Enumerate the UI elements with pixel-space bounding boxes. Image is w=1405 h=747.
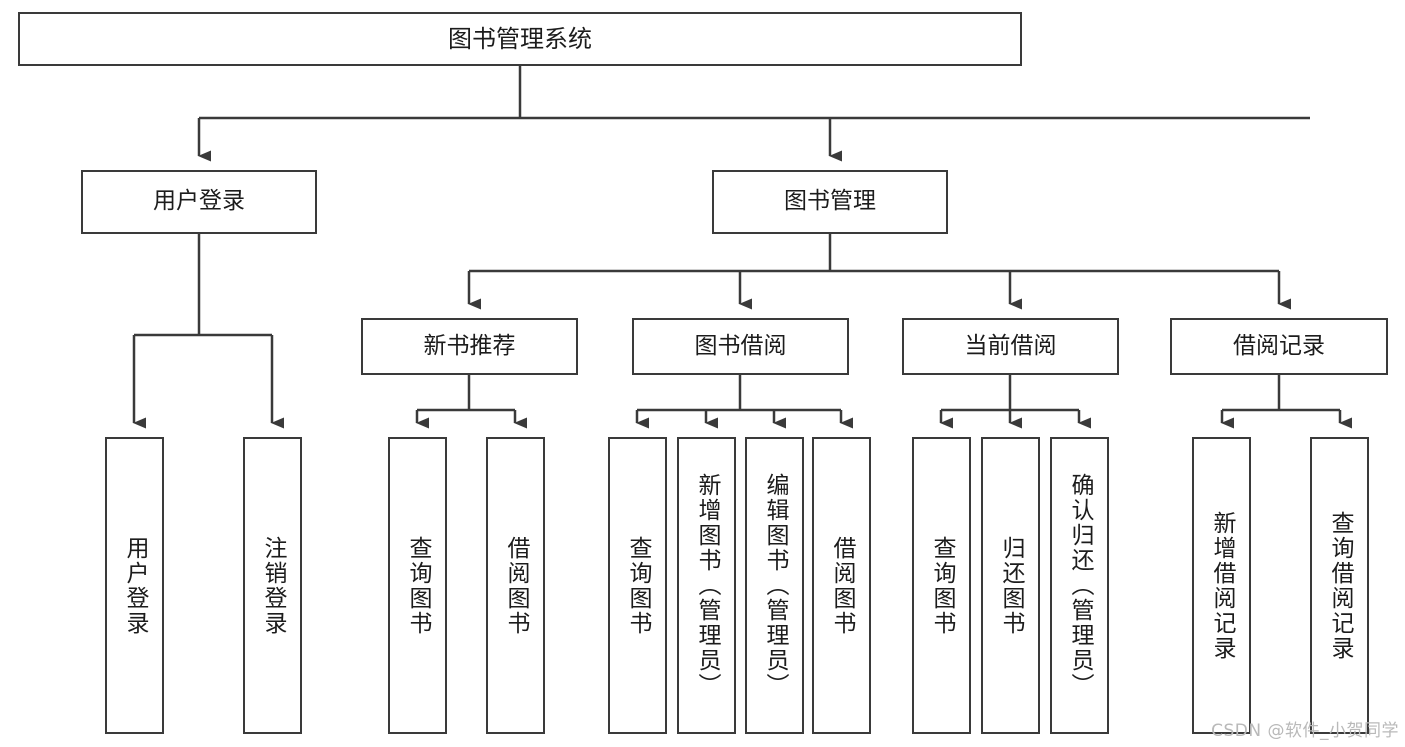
leaf-borrow-book[interactable]: 借阅图书: [812, 437, 871, 734]
node-new-book-recommend[interactable]: 新书推荐: [361, 318, 578, 375]
node-label: 当前借阅: [964, 332, 1057, 359]
leaf-add-borrow-record[interactable]: 新增借阅记录: [1192, 437, 1251, 734]
leaf-query-book-current[interactable]: 查询图书: [912, 437, 971, 734]
leaf-confirm-return-admin[interactable]: 确认归还（管理员）: [1050, 437, 1109, 734]
leaf-add-book-admin[interactable]: 新增图书（管理员）: [677, 437, 736, 734]
leaf-edit-book-admin[interactable]: 编辑图书（管理员）: [745, 437, 804, 734]
node-borrow-record[interactable]: 借阅记录: [1170, 318, 1388, 375]
node-book-borrow[interactable]: 图书借阅: [632, 318, 849, 375]
node-book-management[interactable]: 图书管理: [712, 170, 948, 234]
node-label: 确认归还（管理员）: [1067, 473, 1093, 698]
node-root-library-system[interactable]: 图书管理系统: [18, 12, 1022, 66]
watermark: CSDN @软件_小贺同学: [1211, 721, 1399, 741]
node-label: 归还图书: [998, 535, 1024, 636]
leaf-return-book[interactable]: 归还图书: [981, 437, 1040, 734]
node-label: 查询借阅记录: [1327, 510, 1353, 661]
node-label: 注销登录: [260, 535, 286, 636]
node-label: 新增借阅记录: [1209, 510, 1235, 661]
node-label: 编辑图书（管理员）: [762, 473, 788, 698]
leaf-borrow-book-recommend[interactable]: 借阅图书: [486, 437, 545, 734]
node-label: 查询图书: [625, 535, 651, 636]
node-label: 借阅图书: [829, 535, 855, 636]
node-label: 查询图书: [929, 535, 955, 636]
node-label: 借阅记录: [1233, 332, 1325, 359]
node-label: 图书借阅: [694, 332, 787, 359]
node-label: 用户登录: [153, 188, 245, 215]
node-label: 图书管理系统: [448, 24, 592, 53]
node-label: 用户登录: [122, 535, 148, 636]
node-label: 借阅图书: [503, 535, 529, 636]
node-label: 新书推荐: [423, 332, 516, 359]
leaf-query-book-borrow[interactable]: 查询图书: [608, 437, 667, 734]
node-current-borrow[interactable]: 当前借阅: [902, 318, 1119, 375]
leaf-query-borrow-record[interactable]: 查询借阅记录: [1310, 437, 1369, 734]
node-label: 查询图书: [405, 535, 431, 636]
leaf-user-login[interactable]: 用户登录: [105, 437, 164, 734]
node-user-login[interactable]: 用户登录: [81, 170, 317, 234]
leaf-query-book-recommend[interactable]: 查询图书: [388, 437, 447, 734]
node-label: 图书管理: [784, 188, 876, 215]
node-label: 新增图书（管理员）: [694, 473, 720, 698]
leaf-logout[interactable]: 注销登录: [243, 437, 302, 734]
